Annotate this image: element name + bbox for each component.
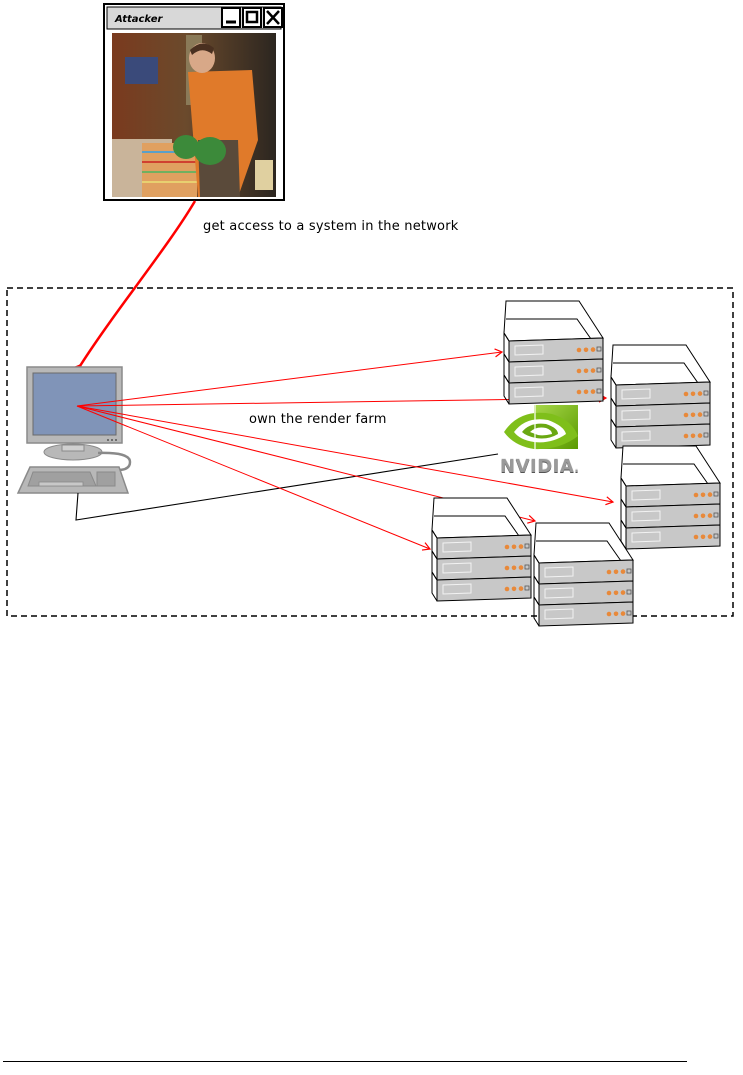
server-5[interactable] [534, 523, 633, 626]
nvidia-text: NVIDIA [500, 456, 574, 477]
access-label: get access to a system in the network [203, 219, 458, 234]
server-2[interactable] [611, 345, 710, 448]
nvidia-wordmark: NVIDIA. [500, 456, 579, 477]
server-3[interactable] [621, 446, 720, 549]
attacker-window[interactable]: Attacker [104, 4, 284, 200]
arrow-to-server-4 [77, 406, 430, 549]
attacker-photo [112, 33, 276, 197]
arrow-to-server-1 [77, 352, 502, 406]
render-farm-label: own the render farm [249, 412, 387, 427]
minimize-icon[interactable] [222, 8, 240, 27]
close-icon[interactable] [264, 8, 282, 27]
window-title: Attacker [114, 14, 164, 25]
server-4[interactable] [432, 498, 531, 601]
access-arrow [80, 201, 195, 366]
footer-rule [3, 1061, 687, 1062]
nvidia-logo [504, 405, 578, 449]
desktop-computer-icon[interactable] [18, 367, 130, 493]
maximize-icon[interactable] [243, 8, 261, 27]
server-1[interactable] [504, 301, 603, 404]
nvidia-trademark: . [574, 461, 579, 475]
